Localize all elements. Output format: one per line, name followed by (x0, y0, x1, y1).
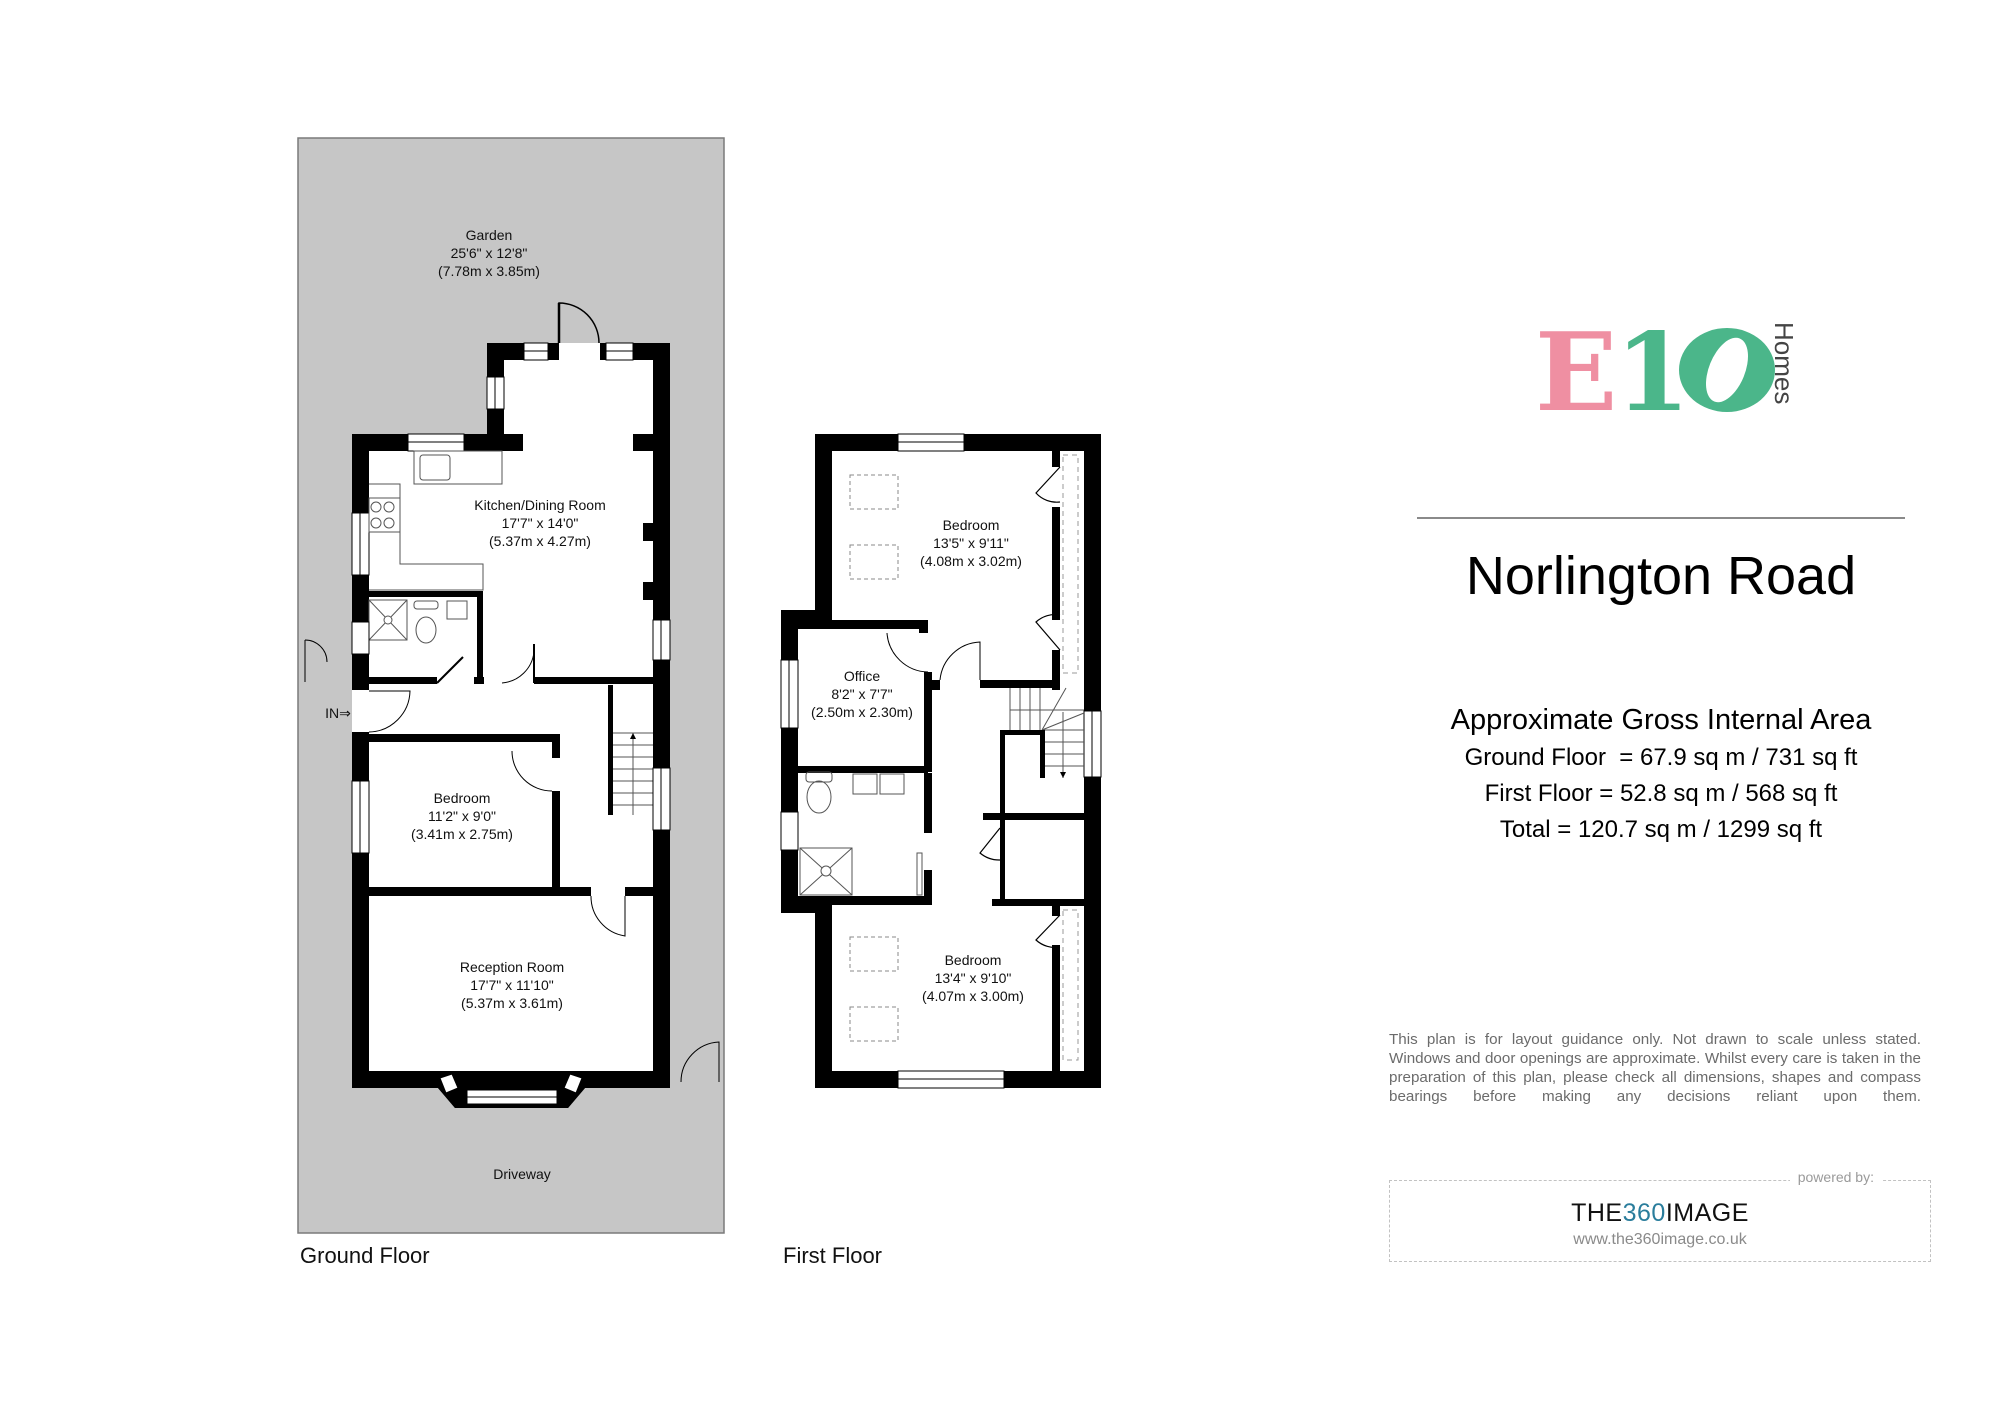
property-title: Norlington Road (1465, 546, 1857, 606)
svg-text:1: 1 (1615, 310, 1690, 430)
brand-num: 360 (1622, 1199, 1666, 1227)
room-name: Office (843, 668, 881, 684)
room-label-first-bedroom-1: Bedroom 13'5" x 9'11" (4.08m x 3.02m) (920, 516, 1022, 570)
room-size-imperial: 13'5" x 9'11" (933, 535, 1009, 551)
the360image-brand: THE360IMAGE (1390, 1199, 1930, 1228)
room-size-metric: (3.41m x 2.75m) (411, 826, 513, 842)
room-name: Bedroom (433, 790, 491, 806)
room-name: Reception Room (459, 959, 565, 975)
first-floor-plan (780, 433, 1102, 1089)
entrance-label: IN (325, 705, 340, 721)
room-name: Garden (465, 227, 513, 243)
brand-pre: THE (1571, 1199, 1623, 1227)
room-label-first-bedroom-2: Bedroom 13'4" x 9'10" (4.07m x 3.00m) (922, 951, 1024, 1005)
room-size-metric: (2.50m x 2.30m) (811, 704, 913, 720)
room-name: Bedroom (944, 952, 1002, 968)
room-size-imperial: 13'4" x 9'10" (934, 970, 1012, 986)
svg-text:E: E (1535, 310, 1617, 430)
room-name: Driveway (493, 1166, 551, 1182)
room-size-imperial: 11'2" x 9'0" (428, 808, 496, 824)
disclaimer-text: This plan is for layout guidance only. N… (1389, 1031, 1921, 1105)
ground-floor-plan (297, 137, 725, 1234)
room-size-metric: (7.78m x 3.85m) (438, 263, 540, 279)
e10-homes-logo: E 1 Homes (1535, 310, 1835, 436)
room-label-driveway: Driveway (493, 1165, 551, 1183)
room-name: Bedroom (942, 517, 1000, 533)
entrance-marker: IN⇒ (325, 704, 351, 722)
the360image-url[interactable]: www.the360image.co.uk (1573, 1231, 1747, 1248)
first-floor-label: First Floor (783, 1243, 882, 1268)
room-size-imperial: 17'7" x 14'0" (501, 515, 579, 531)
powered-by-box: powered by: THE360IMAGE www.the360image.… (1389, 1169, 1931, 1262)
entrance-arrow-icon: ⇒ (339, 705, 351, 721)
room-size-imperial: 17'7" x 11'10" (470, 977, 554, 993)
svg-text:Homes: Homes (1769, 322, 1799, 404)
ground-floor-label: Ground Floor (300, 1243, 430, 1268)
logo-icon: E 1 Homes (1535, 310, 1799, 436)
room-size-metric: (4.07m x 3.00m) (922, 988, 1024, 1004)
area-row-first: First Floor = 52.8 sq m / 568 sq ft (1484, 780, 1838, 807)
room-label-ground-bedroom: Bedroom 11'2" x 9'0" (3.41m x 2.75m) (411, 789, 513, 843)
powered-by-label: powered by: (1789, 1169, 1882, 1185)
room-label-office: Office 8'2" x 7'7" (2.50m x 2.30m) (811, 667, 913, 721)
area-heading: Approximate Gross Internal Area (1450, 704, 1872, 736)
room-label-kitchen-dining: Kitchen/Dining Room 17'7" x 14'0" (5.37m… (474, 496, 606, 550)
room-size-metric: (4.08m x 3.02m) (920, 553, 1022, 569)
area-row-total: Total = 120.7 sq m / 1299 sq ft (1499, 816, 1823, 843)
header-divider (1417, 517, 1905, 519)
gross-internal-area: Approximate Gross Internal Area Ground F… (1417, 700, 1905, 848)
room-size-metric: (5.37m x 4.27m) (489, 533, 591, 549)
room-size-imperial: 8'2" x 7'7" (831, 686, 893, 702)
brand-post: IMAGE (1665, 1199, 1749, 1227)
room-label-garden: Garden 25'6" x 12'8" (7.78m x 3.85m) (438, 226, 540, 280)
room-name: Kitchen/Dining Room (474, 497, 606, 513)
room-label-reception: Reception Room 17'7" x 11'10" (5.37m x 3… (460, 958, 564, 1012)
room-size-imperial: 25'6" x 12'8" (450, 245, 528, 261)
room-size-metric: (5.37m x 3.61m) (461, 995, 563, 1011)
area-row-ground: Ground Floor = 67.9 sq m / 731 sq ft (1464, 744, 1858, 771)
